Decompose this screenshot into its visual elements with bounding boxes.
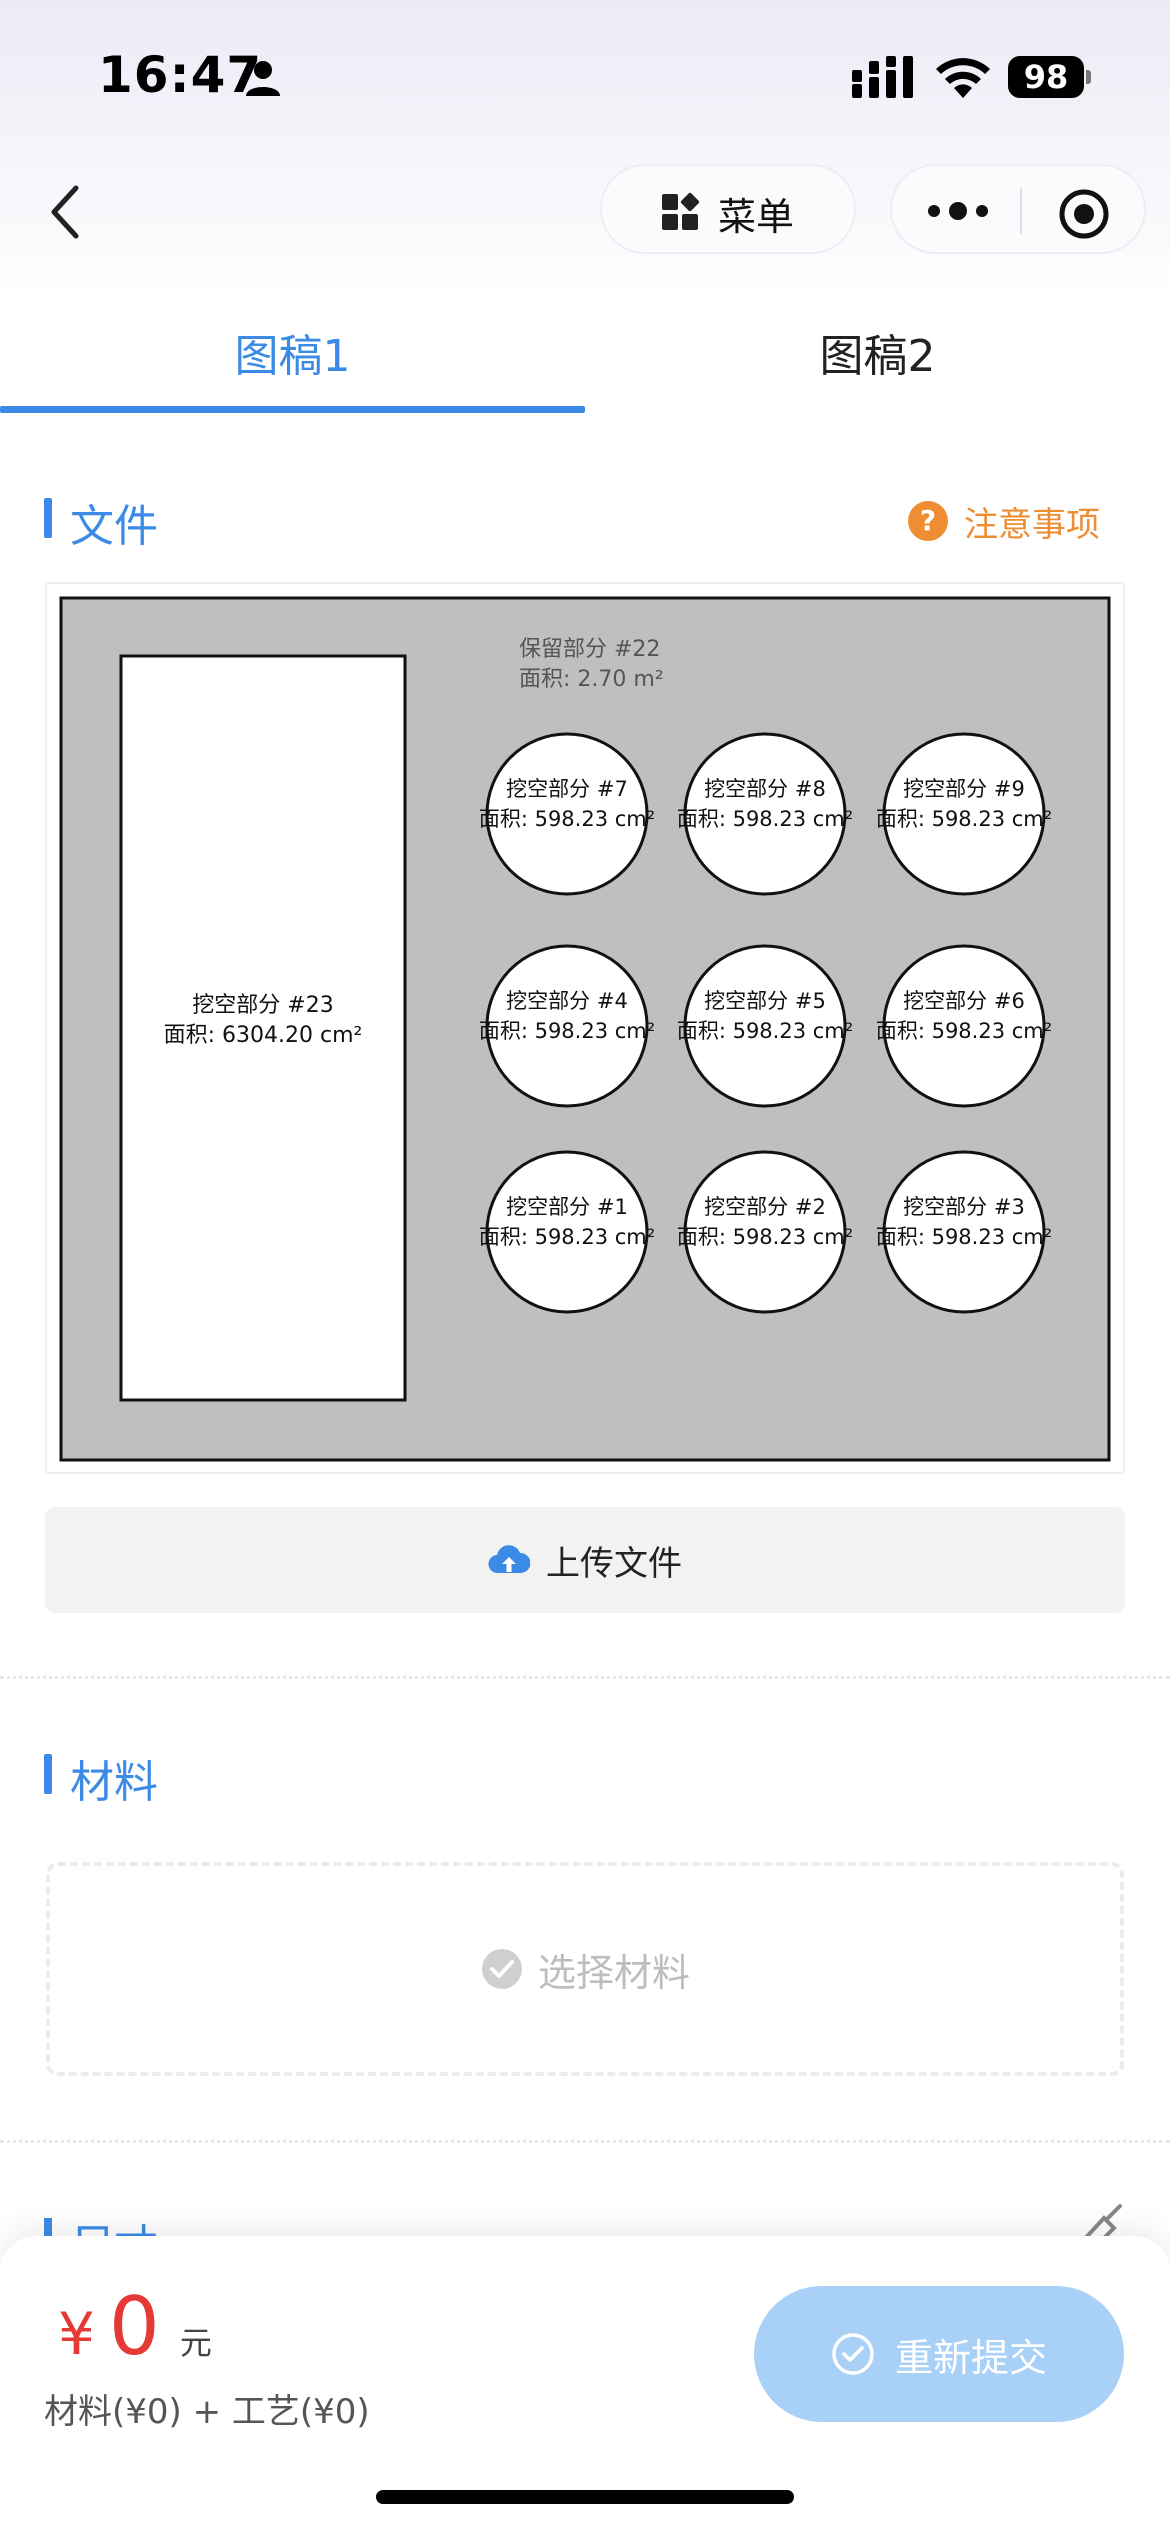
navigation-bar: 菜单 [0,150,1170,270]
back-arrow-icon[interactable] [46,180,86,244]
circle-cutout-label: 挖空部分 #7 [506,777,628,801]
capsule-divider [1020,188,1022,234]
active-tab-indicator [0,406,585,413]
notice-label: 注意事项 [964,504,1100,545]
circle-cutout-area: 面积: 598.23 cm² [876,1019,1052,1043]
circle-cutout[interactable] [485,944,649,1108]
battery-cap [1086,70,1091,84]
circle-cutout-area: 面积: 598.23 cm² [677,1225,853,1249]
upload-file-button[interactable]: 上传文件 [45,1507,1125,1613]
circle-cutout[interactable] [683,732,847,896]
circle-cutout-label: 挖空部分 #2 [704,1195,826,1219]
check-circle-icon [481,1949,522,1989]
circle-cutout-label: 挖空部分 #5 [704,989,826,1013]
circle-cutout-label: 挖空部分 #8 [704,777,826,801]
file-section-label: 文件 [70,501,158,552]
home-indicator [376,2490,794,2504]
grid-menu-icon [662,192,700,230]
circle-cutout-area: 面积: 598.23 cm² [677,1019,853,1043]
price-value: 0 [108,2280,160,2373]
price-unit: 元 [179,2324,212,2362]
circle-cutout-area: 面积: 598.23 cm² [479,1225,655,1249]
circle-cutout[interactable] [485,732,649,896]
close-target-icon[interactable] [1058,188,1110,240]
circle-cutout-area: 面积: 598.23 cm² [677,807,853,831]
material-section-label: 材料 [70,1757,158,1808]
material-section-title: 材料 [44,1746,158,1810]
clear-brush-icon[interactable] [1068,2204,1124,2244]
rect-cutout-area: 面积: 6304.20 cm² [164,1023,363,1048]
section-divider [0,1676,1170,1679]
wifi-icon [936,58,990,98]
circle-cutout-area: 面积: 598.23 cm² [876,807,1052,831]
circle-cutout-label: 挖空部分 #6 [903,989,1025,1013]
select-material-label: 选择材料 [537,1950,690,1995]
rect-cutout[interactable] [119,654,407,1402]
circle-cutout[interactable] [882,944,1046,1108]
section-accent-bar [44,498,52,538]
checkout-bar: ¥ 0 元 材料(¥0) + 工艺(¥0) 重新提交 [0,2236,1170,2532]
circle-cutout-label: 挖空部分 #3 [903,1195,1025,1219]
circle-cutout[interactable] [882,732,1046,896]
miniprogram-capsule [890,164,1146,254]
menu-button[interactable]: 菜单 [600,164,856,254]
resubmit-label: 重新提交 [894,2335,1047,2380]
drawing-canvas: 保留部分 #22 面积: 2.70 m² 挖空部分 #23 面积: 6304.2… [59,596,1111,1462]
circle-cutout-area: 面积: 598.23 cm² [479,1019,655,1043]
section-accent-bar [44,2218,52,2246]
drawing-preview: 保留部分 #22 面积: 2.70 m² 挖空部分 #23 面积: 6304.2… [45,582,1125,1474]
circle-cutout-area: 面积: 598.23 cm² [876,1225,1052,1249]
circle-cutout-area: 面积: 598.23 cm² [479,807,655,831]
file-section-title: 文件 [44,490,158,554]
question-icon: ? [908,501,948,541]
cloud-upload-icon [488,1545,530,1574]
more-dots-icon[interactable] [926,196,990,226]
select-material-box[interactable]: 选择材料 [46,1862,1124,2076]
tab-drawing-2[interactable]: 图稿2 [819,331,936,382]
resubmit-button[interactable]: 重新提交 [754,2286,1124,2422]
drawing-tabs: 图稿1 图稿2 [0,312,1170,416]
retained-area-text: 面积: 2.70 m² [519,667,664,692]
price-breakdown: 材料(¥0) + 工艺(¥0) [44,2392,370,2432]
tab-drawing-1[interactable]: 图稿1 [234,331,351,382]
circle-cutouts: 挖空部分 #7 面积: 598.23 cm² 挖空部分 #8 面积: 598.23 c… [479,732,1052,1314]
currency-symbol: ¥ [58,2300,95,2368]
circle-cutout[interactable] [683,1150,847,1314]
battery-level: 98 [1008,56,1084,98]
upload-file-label: 上传文件 [546,1543,682,1584]
circle-cutout-label: 挖空部分 #9 [903,777,1025,801]
circle-cutout[interactable] [882,1150,1046,1314]
section-divider [0,2140,1170,2143]
battery-indicator: 98 [1008,56,1091,98]
menu-label: 菜单 [718,195,795,239]
rect-cutout-label: 挖空部分 #23 [192,993,333,1018]
status-time: 16:47 [98,46,263,104]
total-price: ¥ 0 元 [58,2280,212,2373]
check-circle-icon [832,2333,874,2375]
retained-label: 保留部分 #22 [519,637,660,662]
person-icon [246,61,280,96]
circle-cutout-label: 挖空部分 #1 [506,1195,628,1219]
section-accent-bar [44,1754,52,1794]
circle-cutout[interactable] [485,1150,649,1314]
cellular-signal-icon [852,56,913,98]
circle-cutout-label: 挖空部分 #4 [506,989,628,1013]
circle-cutout[interactable] [683,944,847,1108]
status-bar: 16:47 98 [0,0,1170,150]
notice-link[interactable]: ? 注意事项 [908,496,1100,546]
